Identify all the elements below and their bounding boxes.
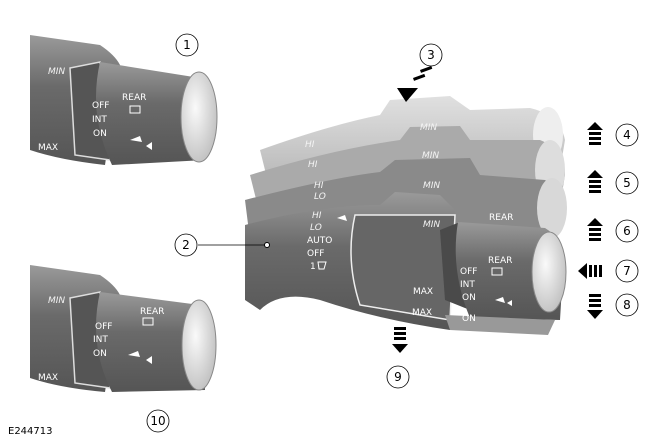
rear-wiper-icon <box>129 105 141 114</box>
callout-10-label: 10 <box>150 414 165 428</box>
callout-9-label: 9 <box>394 370 402 384</box>
min-label: MIN <box>422 151 439 161</box>
callout-8 <box>615 293 639 317</box>
leader-dot <box>264 242 270 248</box>
rear-washer-icon <box>130 136 152 150</box>
min-label: MIN <box>48 67 65 77</box>
rear-label: REAR <box>140 307 164 317</box>
arrow-left-icon <box>578 263 602 279</box>
min-label: MIN <box>420 123 437 133</box>
single-wipe-icon <box>317 261 327 270</box>
arrow-up-icon <box>587 170 603 193</box>
lo-label: LO <box>310 223 322 233</box>
arrow-up-icon <box>587 218 603 241</box>
min-label: MIN <box>48 296 65 306</box>
callout-6-label: 6 <box>623 224 631 238</box>
movement-arrows <box>392 65 603 353</box>
single-wipe-label: 1 <box>310 262 316 272</box>
rear-wiper-stalk-top: MIN MAX OFF INT ON REAR <box>30 35 218 165</box>
callout-2 <box>174 233 198 257</box>
callout-6 <box>615 219 639 243</box>
auto-label: AUTO <box>307 236 332 246</box>
callout-8-label: 8 <box>623 298 631 312</box>
lo-label: LO <box>314 192 326 202</box>
callout-10 <box>146 409 170 433</box>
hi-label: HI <box>312 211 322 221</box>
int-label: INT <box>92 115 107 125</box>
rear-wiper-icon <box>491 267 503 276</box>
callout-4-label: 4 <box>623 128 631 142</box>
rear-wiper-stalk-bottom: MIN MAX OFF INT ON REAR <box>30 265 217 392</box>
arrow-3-icon <box>397 65 433 102</box>
callout-3-label: 3 <box>427 48 435 62</box>
max-label: MAX <box>38 373 58 383</box>
int-label: INT <box>93 335 108 345</box>
rear-label: REAR <box>489 213 513 223</box>
off-label: OFF <box>307 249 324 259</box>
main-wiper-stalk: HI LO AUTO OFF 1 MIN MAX MAX OFF INT ON … <box>245 192 567 335</box>
rear-int-label: INT <box>460 280 475 290</box>
rear-on-label: ON <box>462 293 476 303</box>
front-washer-icon <box>337 215 347 221</box>
callout-4 <box>615 123 639 147</box>
callout-7-label: 7 <box>623 264 631 278</box>
off-label: OFF <box>95 322 112 332</box>
max-label: MAX <box>413 287 433 297</box>
callouts <box>146 33 639 433</box>
hi-label: HI <box>308 160 318 170</box>
callout-5-label: 5 <box>623 176 631 190</box>
max-label: MAX <box>38 143 58 153</box>
callout-1-label: 1 <box>183 38 191 52</box>
rear-off-label: OFF <box>460 267 477 277</box>
rear-label: REAR <box>488 256 512 266</box>
callout-7 <box>615 259 639 283</box>
rear-label: REAR <box>122 93 146 103</box>
rear-washer-icon <box>495 297 512 306</box>
callout-5 <box>615 171 639 195</box>
on-label: ON <box>93 129 107 139</box>
arrow-down-icon <box>587 294 603 319</box>
arrow-up-icon <box>587 122 603 145</box>
rear-washer-icon <box>128 351 152 364</box>
rear-wiper-icon <box>142 317 154 326</box>
callout-1 <box>175 33 199 57</box>
max-label: MAX <box>412 308 432 318</box>
off-label: OFF <box>92 101 109 111</box>
arrow-9-icon <box>392 327 408 353</box>
hi-label: HI <box>305 140 315 150</box>
min-label: MIN <box>423 220 440 230</box>
figure-id: E244713 <box>8 426 53 437</box>
callout-3 <box>419 43 443 67</box>
on-label: ON <box>93 349 107 359</box>
callout-9 <box>386 365 410 389</box>
hi-label: HI <box>314 181 324 191</box>
rear-on-label: ON <box>462 314 476 324</box>
callout-2-label: 2 <box>182 238 190 252</box>
min-label: MIN <box>423 181 440 191</box>
